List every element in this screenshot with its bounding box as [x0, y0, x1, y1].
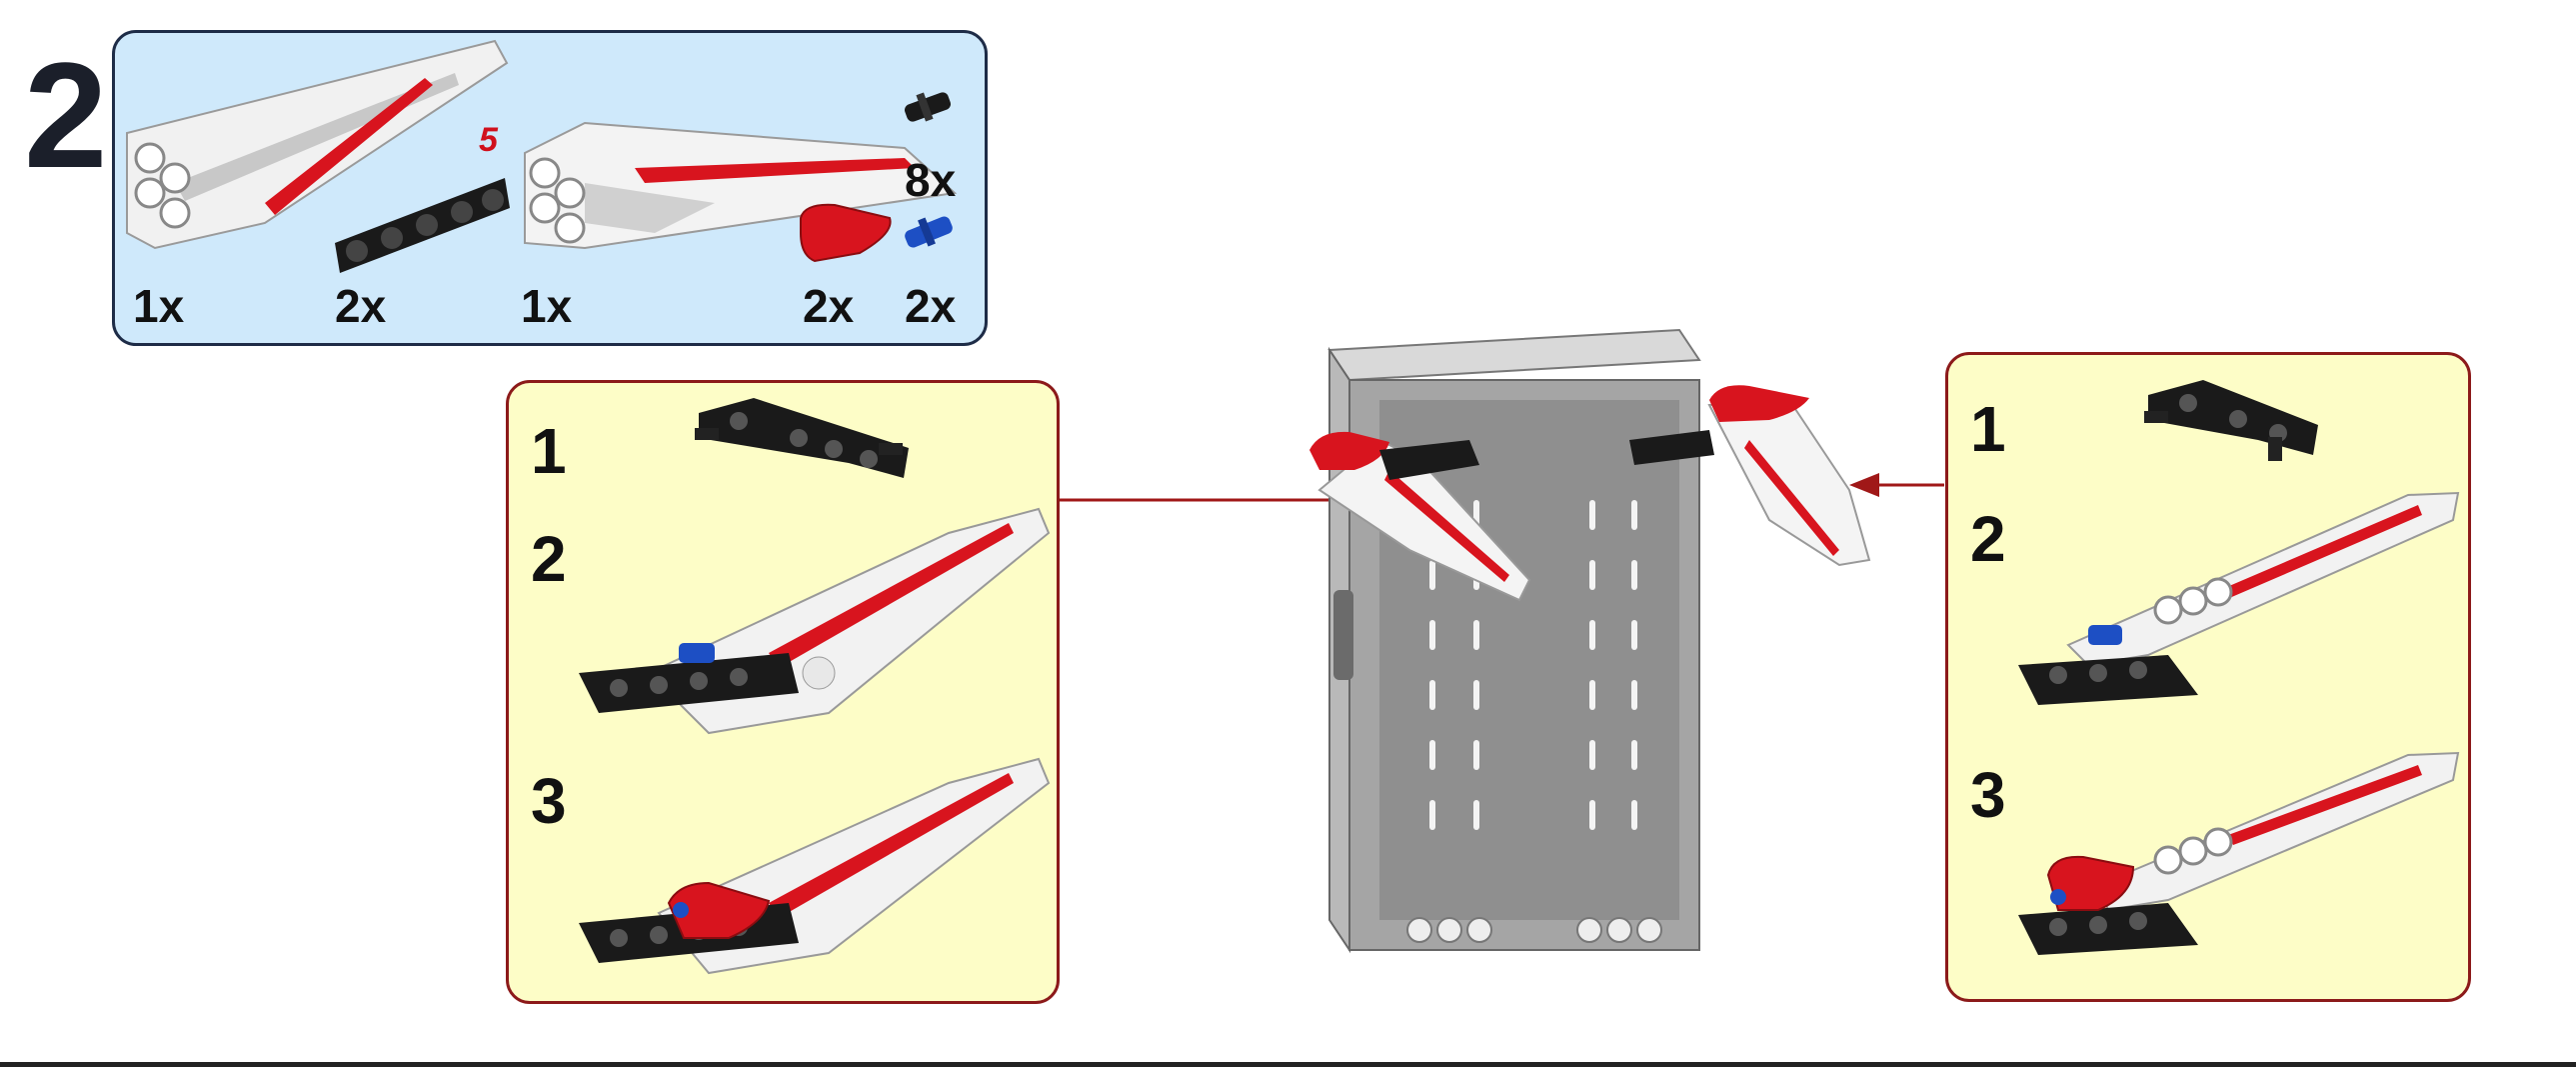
right-substep-2: 2 [1970, 503, 2006, 575]
right-wing-assembly-2-image [2018, 491, 2460, 705]
right-callout: 1 2 3 [1945, 352, 2471, 1002]
left-callout-illustrations [579, 398, 1051, 975]
right-arrow-head [1849, 473, 1879, 497]
parts-illustrations [126, 39, 958, 273]
qty-beam: 2x [335, 280, 387, 332]
left-wing-assembly-2-image [579, 507, 1051, 735]
qty-red-nose: 2x [803, 280, 855, 332]
red-nose-image [800, 203, 892, 263]
main-assembly [1060, 328, 1944, 954]
right-wing-assembly-3-image [2018, 751, 2460, 955]
qty-blue-pin: 2x [905, 280, 957, 332]
right-callout-illustrations [2018, 380, 2460, 955]
left-wing-assembly-3-image [579, 757, 1051, 975]
left-beam-with-pins-image [695, 398, 909, 478]
right-beam-with-pins-image [2144, 380, 2318, 461]
qty-black-pin: 8x [905, 154, 957, 206]
beam-length-label: 5 [479, 121, 498, 159]
bottom-rule [0, 1062, 2576, 1067]
black-pin-image [904, 92, 952, 122]
left-substep-3: 3 [531, 765, 567, 837]
black-beam-image [335, 178, 510, 273]
step-number: 2 [24, 31, 108, 199]
attached-right-wing-image [1629, 385, 1871, 567]
qty-left-wing: 1x [133, 280, 185, 332]
left-substep-2: 2 [531, 523, 567, 595]
right-wing-panel-image [524, 121, 958, 250]
parts-list: 5 1x 2x 1x 8x 2x 2x [112, 30, 988, 346]
qty-right-wing: 1x [521, 280, 573, 332]
blue-pin-image [905, 216, 953, 248]
ev3-brick-image [1327, 328, 1701, 954]
left-substep-1: 1 [531, 415, 567, 487]
attached-left-wing-image [1309, 431, 1531, 602]
left-wing-panel-image [126, 39, 509, 250]
right-substep-1: 1 [1970, 393, 2006, 465]
left-callout: 1 2 3 [506, 380, 1060, 1004]
right-substep-3: 3 [1970, 759, 2006, 831]
